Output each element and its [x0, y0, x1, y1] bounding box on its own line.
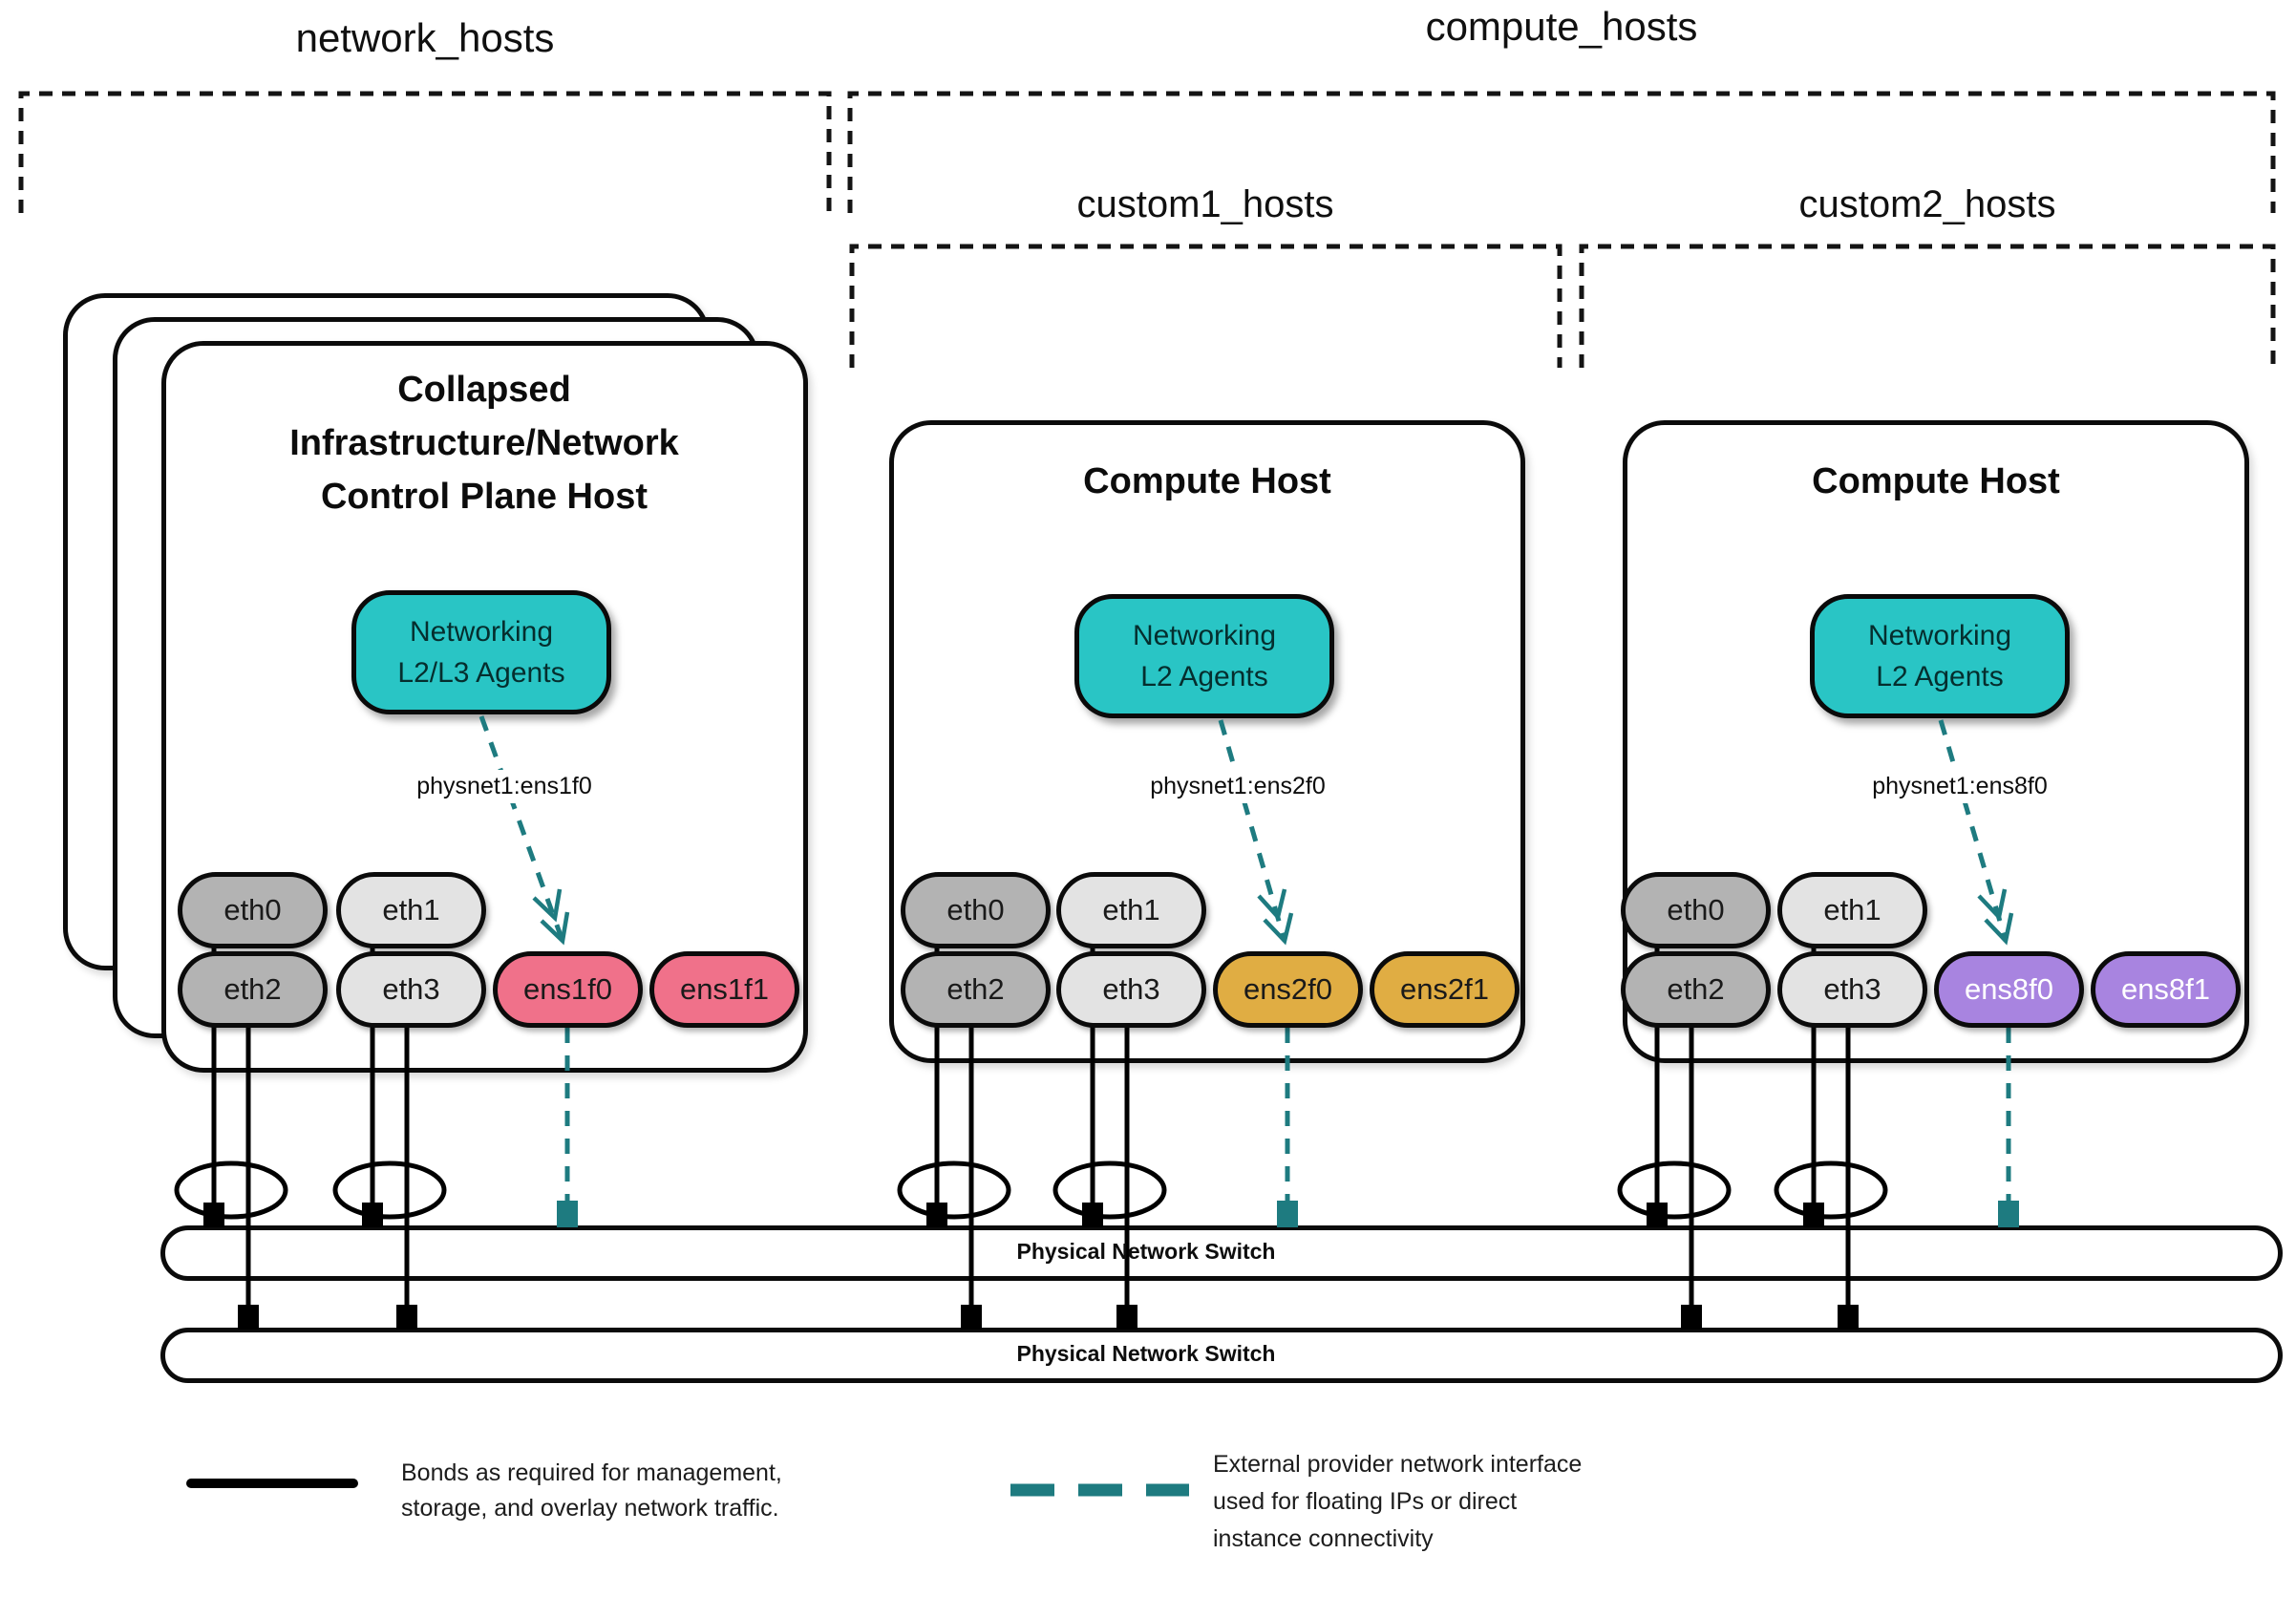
bond-ellipse [1617, 1160, 1732, 1220]
bond-ellipse [1052, 1160, 1167, 1220]
compute-host-1-title: Compute Host [1083, 461, 1331, 501]
switch-port-connector [1116, 1305, 1137, 1330]
compute-host-2-title: Compute Host [1812, 461, 2060, 501]
switch-port-connector [1681, 1305, 1702, 1330]
nic-pill-ens2f1: ens2f1 [1370, 951, 1520, 1028]
bond-ellipse [174, 1160, 288, 1220]
nic-pill-eth3: eth3 [1777, 951, 1927, 1028]
nic-pill-eth1: eth1 [336, 872, 486, 948]
legend-bond-text: Bonds as required for management, storag… [401, 1459, 782, 1522]
nic-pill-ens8f0: ens8f0 [1934, 951, 2084, 1028]
switch-port-connector [1082, 1203, 1103, 1227]
group-label-compute-hosts: compute_hosts [1425, 4, 1698, 49]
compute-2-agents-box: Networking L2 Agents [1810, 594, 2070, 718]
group-bracket-network-hosts [18, 91, 832, 213]
group-bracket-custom1-hosts [849, 244, 1563, 368]
bond-ellipse [897, 1160, 1011, 1220]
physnet-label-control-plane: physnet1:ens1f0 [380, 770, 628, 803]
provider-port-connector [557, 1201, 578, 1227]
group-label-network-hosts: network_hosts [295, 15, 555, 60]
bond-ellipse [332, 1160, 447, 1220]
switch-port-connector [1647, 1203, 1668, 1227]
group-label-custom2-hosts: custom2_hosts [1798, 183, 2056, 225]
nic-pill-ens1f1: ens1f1 [649, 951, 799, 1028]
switch-port-connector [203, 1203, 224, 1227]
nic-pill-eth1: eth1 [1777, 872, 1927, 948]
group-bracket-custom2-hosts [1579, 244, 2276, 368]
nic-pill-ens8f1: ens8f1 [2091, 951, 2241, 1028]
control-plane-agents-box: Networking L2/L3 Agents [351, 590, 611, 714]
provider-port-connector [1277, 1201, 1298, 1227]
nic-pill-ens1f0: ens1f0 [493, 951, 643, 1028]
group-label-custom1-hosts: custom1_hosts [1076, 183, 1334, 225]
switch-port-connector [396, 1305, 417, 1330]
switch-port-connector [1838, 1305, 1859, 1330]
switch-port-connector [238, 1305, 259, 1330]
nic-pill-eth3: eth3 [336, 951, 486, 1028]
nic-pill-eth2: eth2 [178, 951, 328, 1028]
legend-provider-text: External provider network interface used… [1213, 1451, 1583, 1552]
control-plane-host-title: Collapsed Infrastructure/Network Control… [289, 370, 679, 517]
physnet-label-compute-2: physnet1:ens8f0 [1836, 770, 2084, 803]
nic-pill-eth1: eth1 [1056, 872, 1206, 948]
nic-pill-eth0: eth0 [178, 872, 328, 948]
switch-port-connector [961, 1305, 982, 1330]
switch-port-connector [926, 1203, 947, 1227]
provider-port-connector [1998, 1201, 2019, 1227]
nic-pill-eth3: eth3 [1056, 951, 1206, 1028]
switch-port-connector [1803, 1203, 1824, 1227]
nic-pill-eth2: eth2 [901, 951, 1051, 1028]
nic-pill-eth0: eth0 [901, 872, 1051, 948]
switch-2-label: Physical Network Switch [1016, 1341, 1276, 1366]
compute-1-agents-box: Networking L2 Agents [1074, 594, 1334, 718]
physnet-label-compute-1: physnet1:ens2f0 [1114, 770, 1362, 803]
switch-1-label: Physical Network Switch [1016, 1239, 1276, 1264]
bond-ellipse [1774, 1160, 1888, 1220]
nic-pill-eth2: eth2 [1621, 951, 1771, 1028]
nic-pill-eth0: eth0 [1621, 872, 1771, 948]
physical-network-switch-2 [160, 1328, 2283, 1383]
nic-pill-ens2f0: ens2f0 [1213, 951, 1363, 1028]
switch-port-connector [362, 1203, 383, 1227]
physical-network-switch-1 [160, 1225, 2283, 1281]
